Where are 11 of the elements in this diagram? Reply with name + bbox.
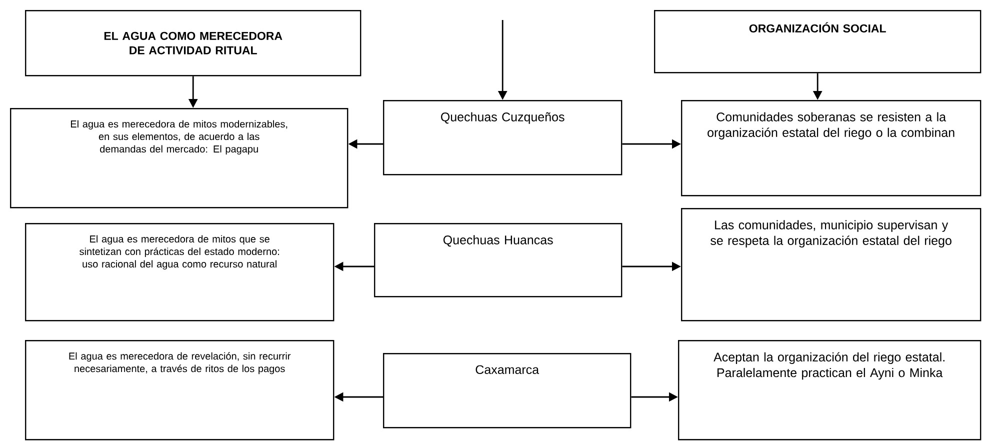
text-box: El agua es merecedora de mitos modernizables, en sus elementos, de acuerdo a las demandas del mercado: El pagapu [10,108,348,208]
text-box: El agua es merecedora de mitos que se sintetizan con prácticas del estado moderno: uso racional del agua como recurso natural [25,223,334,322]
text-box: Aceptan la organización del riego estatal. Paralelamente practican el Ayni o Minka [678,340,982,440]
text-box: El agua es merecedora de revelación, sin recurrir necesariamente, a través de ritos de los pagos [25,340,334,440]
text-box: EL AGUA COMO MERECEDORA DE ACTIVIDAD RITUAL [25,10,362,76]
text-box: ORGANIZACIÓN SOCIAL [654,10,982,74]
text-box: Las comunidades, municipio supervisan y se respeta la organización estatal del riego [681,208,982,322]
text-box: Comunidades soberanas se resisten a la organización estatal del riego o la combinan [681,100,982,196]
text-box: Quechuas Huancas [374,223,622,298]
text-box: Quechuas Cuzqueños [383,100,622,176]
text-box: Caxamarca [383,352,632,428]
